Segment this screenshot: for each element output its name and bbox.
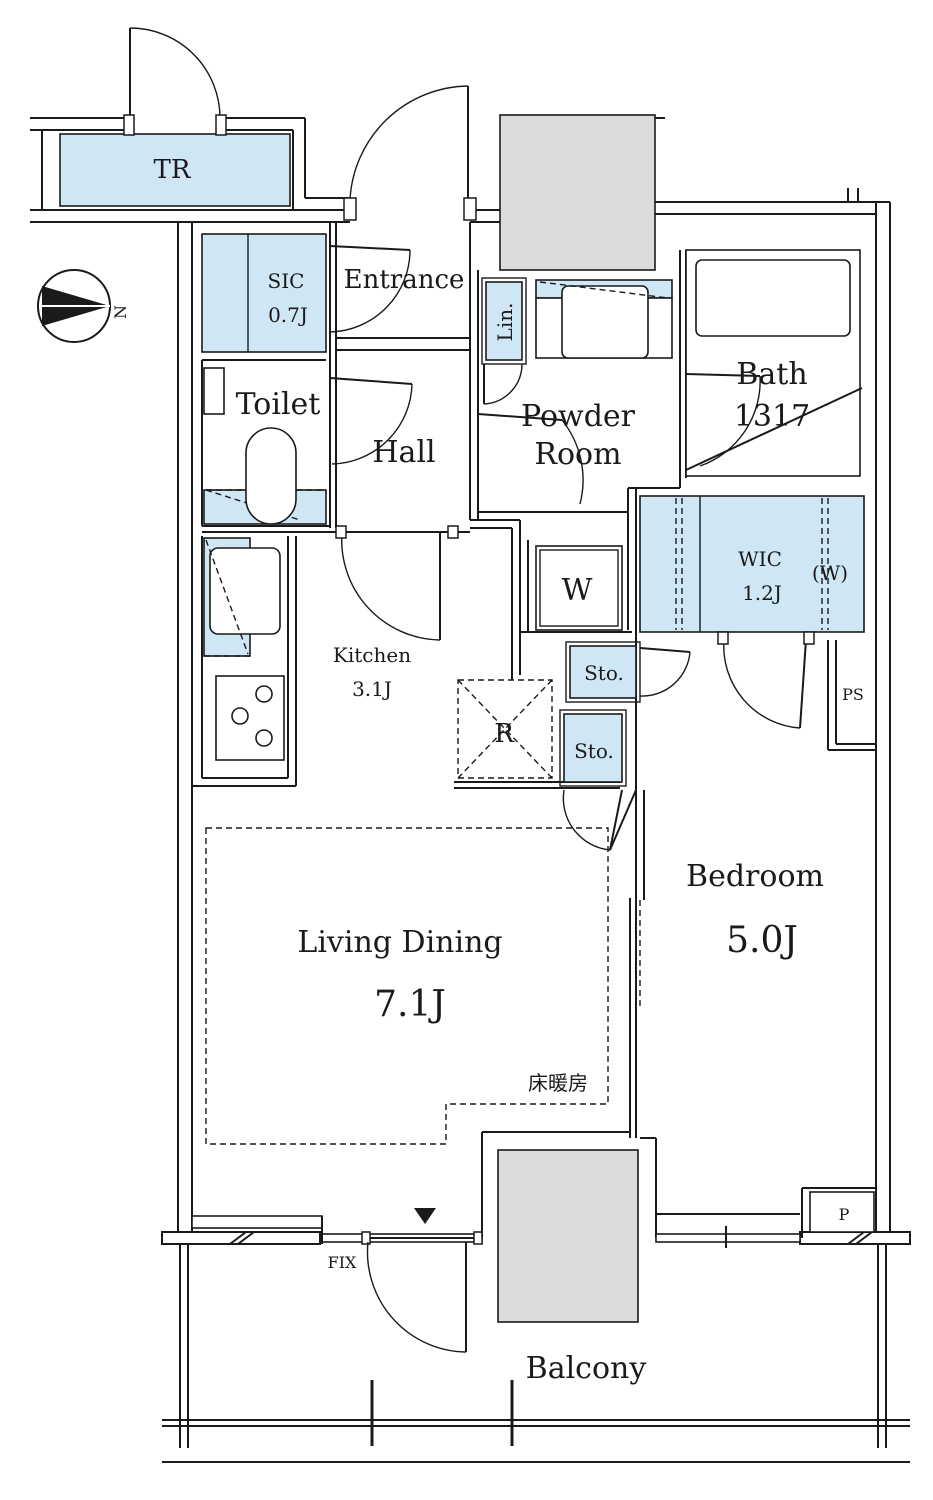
bedroom-window bbox=[655, 1213, 801, 1248]
lin-door bbox=[483, 363, 523, 405]
p-box bbox=[809, 1191, 875, 1233]
wic-storage bbox=[639, 495, 865, 633]
lin-storage bbox=[485, 281, 523, 361]
label-w: W bbox=[562, 573, 593, 608]
kitchen-door bbox=[335, 525, 459, 641]
washbasin-counter bbox=[535, 279, 673, 359]
entry-arrow-marker bbox=[414, 1208, 436, 1224]
label-powder-room-line2: Room bbox=[534, 437, 621, 472]
entrance-door bbox=[343, 85, 477, 221]
toilet-bowl bbox=[245, 427, 297, 525]
label-bedroom: Bedroom bbox=[686, 859, 824, 894]
label-kitchen-area: 3.1J bbox=[352, 677, 392, 701]
tr-door bbox=[123, 27, 227, 136]
label-sic: SIC bbox=[268, 269, 305, 293]
label-ps: PS bbox=[842, 685, 864, 704]
label-bath-size: 1317 bbox=[734, 399, 810, 434]
refrigerator-space bbox=[457, 679, 553, 779]
compass bbox=[37, 269, 111, 343]
label-fix: FIX bbox=[328, 1253, 357, 1272]
outer-walls bbox=[30, 117, 911, 1245]
kitchen-stove bbox=[215, 675, 285, 761]
balcony-door bbox=[366, 1241, 467, 1353]
label-sto-2: Sto. bbox=[574, 739, 614, 763]
tr-storage bbox=[59, 133, 291, 207]
label-bedroom-area: 5.0J bbox=[726, 920, 798, 961]
shaft-box bbox=[499, 114, 656, 271]
label-kitchen: Kitchen bbox=[333, 643, 411, 667]
label-wic-w: (W) bbox=[812, 561, 848, 585]
bathtub bbox=[695, 259, 851, 337]
label-sto-1: Sto. bbox=[584, 661, 624, 685]
balcony-area bbox=[162, 1149, 910, 1463]
label-bath: Bath bbox=[736, 357, 807, 392]
bath-door bbox=[685, 373, 863, 471]
label-r: R bbox=[494, 719, 515, 749]
compass-north-label: N bbox=[111, 305, 130, 319]
bedroom-door bbox=[609, 789, 637, 851]
label-living-dining: Living Dining bbox=[297, 925, 502, 960]
toilet-fixtures bbox=[203, 367, 327, 525]
sto-2-storage bbox=[559, 709, 627, 851]
washer-space bbox=[535, 545, 623, 631]
kitchen-sink bbox=[203, 537, 281, 657]
label-p: P bbox=[839, 1205, 850, 1224]
label-tr: TR bbox=[154, 155, 192, 185]
label-entrance: Entrance bbox=[344, 265, 465, 295]
sic-door bbox=[329, 245, 411, 333]
label-floor-heating: 床暖房 bbox=[528, 1071, 588, 1095]
sto-1-storage bbox=[565, 641, 691, 703]
label-balcony: Balcony bbox=[526, 1351, 647, 1386]
room-labels: TR SIC 0.7J Entrance Lin. Toilet Hall Po… bbox=[111, 155, 864, 1386]
label-lin: Lin. bbox=[493, 303, 517, 342]
label-living-dining-area: 7.1J bbox=[374, 984, 446, 1025]
label-wic: WIC bbox=[738, 547, 782, 571]
label-hall: Hall bbox=[372, 435, 435, 470]
label-wic-area: 1.2J bbox=[742, 581, 782, 605]
label-powder-room-line1: Powder bbox=[521, 399, 636, 434]
powder-room-door bbox=[477, 413, 584, 505]
floor-heating-area bbox=[205, 827, 609, 1145]
living-window bbox=[191, 1215, 483, 1245]
toilet-door bbox=[329, 377, 413, 465]
wic-door bbox=[717, 631, 815, 729]
label-sic-area: 0.7J bbox=[268, 303, 308, 327]
label-toilet: Toilet bbox=[236, 387, 321, 422]
outdoor-unit bbox=[497, 1149, 639, 1323]
sic-storage bbox=[201, 233, 327, 353]
